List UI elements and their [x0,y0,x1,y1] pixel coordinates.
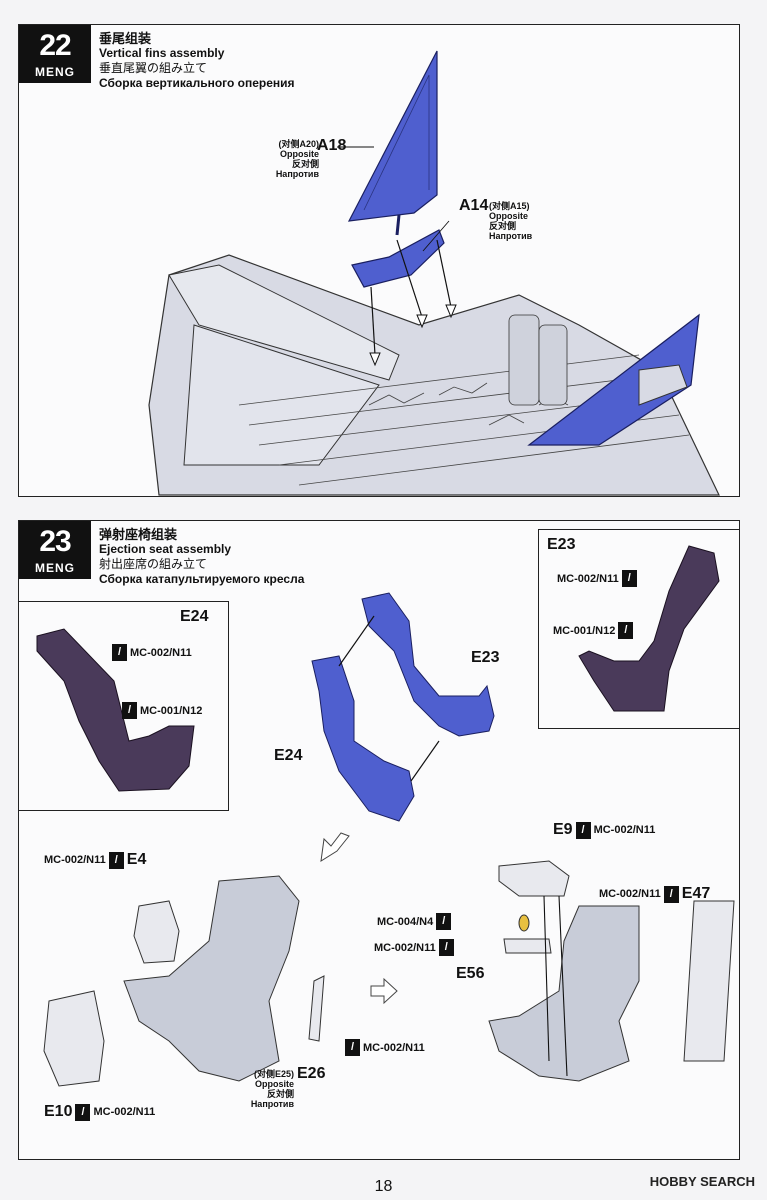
e23-tool-1: MC-002/N11 / [557,570,637,587]
title-zh: 垂尾组装 [99,31,152,46]
e56-tool-1: MC-004/N4 / [377,913,452,930]
center-label-e24: E24 [274,747,303,764]
e4-tool: MC-002/N11 / E4 [44,851,147,869]
e23-blue-part [361,592,495,737]
knife-icon: / [112,644,127,661]
e23-part-shape [578,545,720,712]
step-22-titles: 垂尾组装 Vertical fins assembly 垂直尾翼の組み立て Сб… [99,31,295,91]
bracket-e56-shape [503,938,552,954]
e26-opposite-note: (对侧E25) Opposite 反対側 Напротив [250,1069,294,1109]
e10-tool: E10 / MC-002/N11 [44,1103,156,1121]
e24-detail-box: E24 / MC-002/N11 / MC-001/N12 [19,601,229,811]
right-arrow [370,977,398,1005]
title-ru: Сборка катапультируемого кресла [99,572,305,586]
knife-icon: / [621,570,637,587]
part-label-a18: A18 [317,137,347,154]
part-label-e26: E26 [297,1065,326,1082]
cushion-e4-shape [133,900,180,964]
e9-tool: E9 / MC-002/N11 [553,821,656,839]
cushion-e10-shape [43,990,105,1087]
part-label-e56: E56 [456,965,485,982]
knife-icon: / [108,851,124,869]
e24-tool-1: / MC-002/N11 [112,644,192,661]
knife-icon: / [663,885,679,903]
knife-icon: / [436,913,452,930]
e26-tool: / MC-002/N11 [345,1039,425,1056]
part-label-e9: E9 [553,821,573,838]
left-fin-root [168,264,400,381]
wing-panel [183,324,380,466]
down-left-arrow [320,832,350,862]
step-number: 23 [39,525,71,558]
fin-a18 [347,50,438,222]
part-label-e4: E4 [126,851,147,868]
a14-opposite-note: (对侧A15) Opposite 反对側 Напротив [489,201,533,241]
a18-opposite-note: (对侧A20) Opposite 反对側 Напротив [275,139,319,179]
part-label-e10: E10 [44,1103,73,1120]
left-seat-shape [123,875,300,1082]
e23-box-title: E23 [547,536,576,553]
e56-tool-2: MC-002/N11 / [374,939,454,956]
title-ja: 垂直尾翼の組み立て [99,61,208,75]
step-22-illustration [148,50,720,496]
step-23-illustration [36,545,735,1087]
step-23-panel: 23 MENG 弹射座椅组装 Ejection seat assembly 射出… [18,520,740,1160]
e24-tool-2: / MC-001/N12 [122,702,202,719]
e24-part-shape [36,628,195,792]
step-23-titles: 弹射座椅组装 Ejection seat assembly 射出座席の組み立て … [99,527,304,587]
right-seat-shape [488,905,640,1082]
center-label-e23: E23 [471,649,500,666]
e24-blue-part [311,655,415,822]
brand-logo: MENG [35,561,75,575]
title-en: Ejection seat assembly [99,542,232,556]
step-number: 22 [39,29,71,62]
step-22-badge: 22 MENG [19,25,91,83]
title-ru: Сборка вертикального оперения [99,76,295,90]
watermark: HOBBY SEARCH [649,1174,755,1189]
installed-fin-right [527,313,700,446]
page-number: 18 [374,1178,393,1195]
step-22-panel: 22 MENG 垂尾组装 Vertical fins assembly 垂直尾翼… [18,24,740,497]
knife-icon: / [122,702,137,719]
fin-base-a14 [351,229,445,288]
knife-icon: / [345,1039,360,1056]
title-en: Vertical fins assembly [99,46,225,60]
part-label-a14: A14 [459,197,489,214]
yellow-part-shape [518,914,530,932]
knife-icon: / [75,1103,91,1121]
e24-box-title: E24 [180,608,209,625]
panel-e47-shape [683,900,735,1062]
handle-e26-shape [308,975,325,1042]
part-label-e47: E47 [681,885,711,902]
cover-e9-shape [498,860,570,897]
e47-tool: MC-002/N11 / E47 [599,885,711,903]
e23-tool-2: MC-001/N12 / [553,622,634,639]
step-23-badge: 23 MENG [19,521,91,579]
knife-icon: / [575,821,591,839]
knife-icon: / [618,622,634,639]
brand-logo: MENG [35,65,75,79]
knife-icon: / [438,939,454,956]
title-ja: 射出座席の組み立て [99,557,208,571]
e23-detail-box: E23 MC-002/N11 / MC-001/N12 / [538,529,739,729]
title-zh: 弹射座椅组装 [99,527,178,542]
